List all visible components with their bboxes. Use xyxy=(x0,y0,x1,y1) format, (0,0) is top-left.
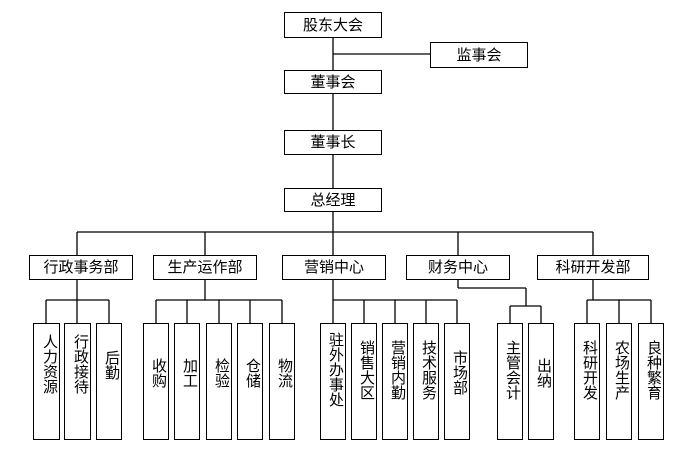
department-rnd-box: 科研开发部 xyxy=(537,255,649,280)
unit-label: 检验 xyxy=(213,358,231,388)
unit-box: 出纳 xyxy=(528,323,554,440)
unit-label: 市场部 xyxy=(451,350,469,395)
supervisory-board-box: 监事会 xyxy=(430,42,528,68)
unit-label: 营销内勤 xyxy=(389,340,407,400)
unit-box: 物流 xyxy=(269,323,295,440)
chairman-label: 董事长 xyxy=(310,133,356,151)
unit-label: 驻外办事处 xyxy=(327,332,345,407)
unit-label: 主管会计 xyxy=(504,340,522,400)
department-admin-label: 行政事务部 xyxy=(43,258,119,276)
department-rnd-label: 科研开发部 xyxy=(555,258,631,276)
general-manager-box: 总经理 xyxy=(284,188,382,212)
unit-box: 良种繁育 xyxy=(638,323,664,440)
unit-box: 收购 xyxy=(143,323,169,440)
department-production-box: 生产运作部 xyxy=(153,255,257,280)
unit-box: 市场部 xyxy=(444,323,470,440)
unit-label: 销售大区 xyxy=(358,340,376,400)
unit-label: 技术服务 xyxy=(420,340,438,400)
board-of-directors-label: 董事会 xyxy=(310,72,356,91)
unit-label: 收购 xyxy=(150,358,168,388)
unit-box: 行政接待 xyxy=(64,323,91,440)
department-production-label: 生产运作部 xyxy=(167,258,243,276)
unit-box: 后勤 xyxy=(96,323,122,440)
unit-label: 良种繁育 xyxy=(645,340,663,400)
department-admin-box: 行政事务部 xyxy=(29,255,133,280)
general-manager-label: 总经理 xyxy=(310,190,356,209)
unit-box: 销售大区 xyxy=(351,323,377,440)
chairman-box: 董事长 xyxy=(284,130,382,155)
unit-label: 后勤 xyxy=(103,350,121,380)
unit-box: 营销内勤 xyxy=(382,323,408,440)
shareholders-meeting-box: 股东大会 xyxy=(284,12,382,38)
unit-label: 物流 xyxy=(276,358,294,388)
unit-box: 技术服务 xyxy=(413,323,439,440)
unit-label: 行政接待 xyxy=(72,334,90,394)
unit-box: 仓储 xyxy=(237,323,263,440)
unit-label: 出纳 xyxy=(535,358,553,388)
unit-label: 加工 xyxy=(181,358,199,388)
unit-label: 仓储 xyxy=(244,358,262,388)
department-marketing-box: 营销中心 xyxy=(282,255,386,280)
department-marketing-label: 营销中心 xyxy=(303,258,364,276)
unit-box: 农场生产 xyxy=(606,323,632,440)
unit-box: 人力资源 xyxy=(33,323,60,440)
unit-box: 检验 xyxy=(206,323,232,440)
board-of-directors-box: 董事会 xyxy=(284,70,382,94)
department-finance-label: 财务中心 xyxy=(427,258,488,276)
unit-box: 加工 xyxy=(174,323,200,440)
shareholders-meeting-label: 股东大会 xyxy=(302,15,363,34)
unit-box: 主管会计 xyxy=(497,323,523,440)
unit-label: 农场生产 xyxy=(613,340,631,400)
department-finance-box: 财务中心 xyxy=(406,255,510,280)
unit-label: 科研开发 xyxy=(581,340,599,400)
supervisory-board-label: 监事会 xyxy=(456,45,502,64)
unit-label: 人力资源 xyxy=(41,334,59,394)
unit-box: 科研开发 xyxy=(574,323,600,440)
unit-box: 驻外办事处 xyxy=(320,323,346,440)
